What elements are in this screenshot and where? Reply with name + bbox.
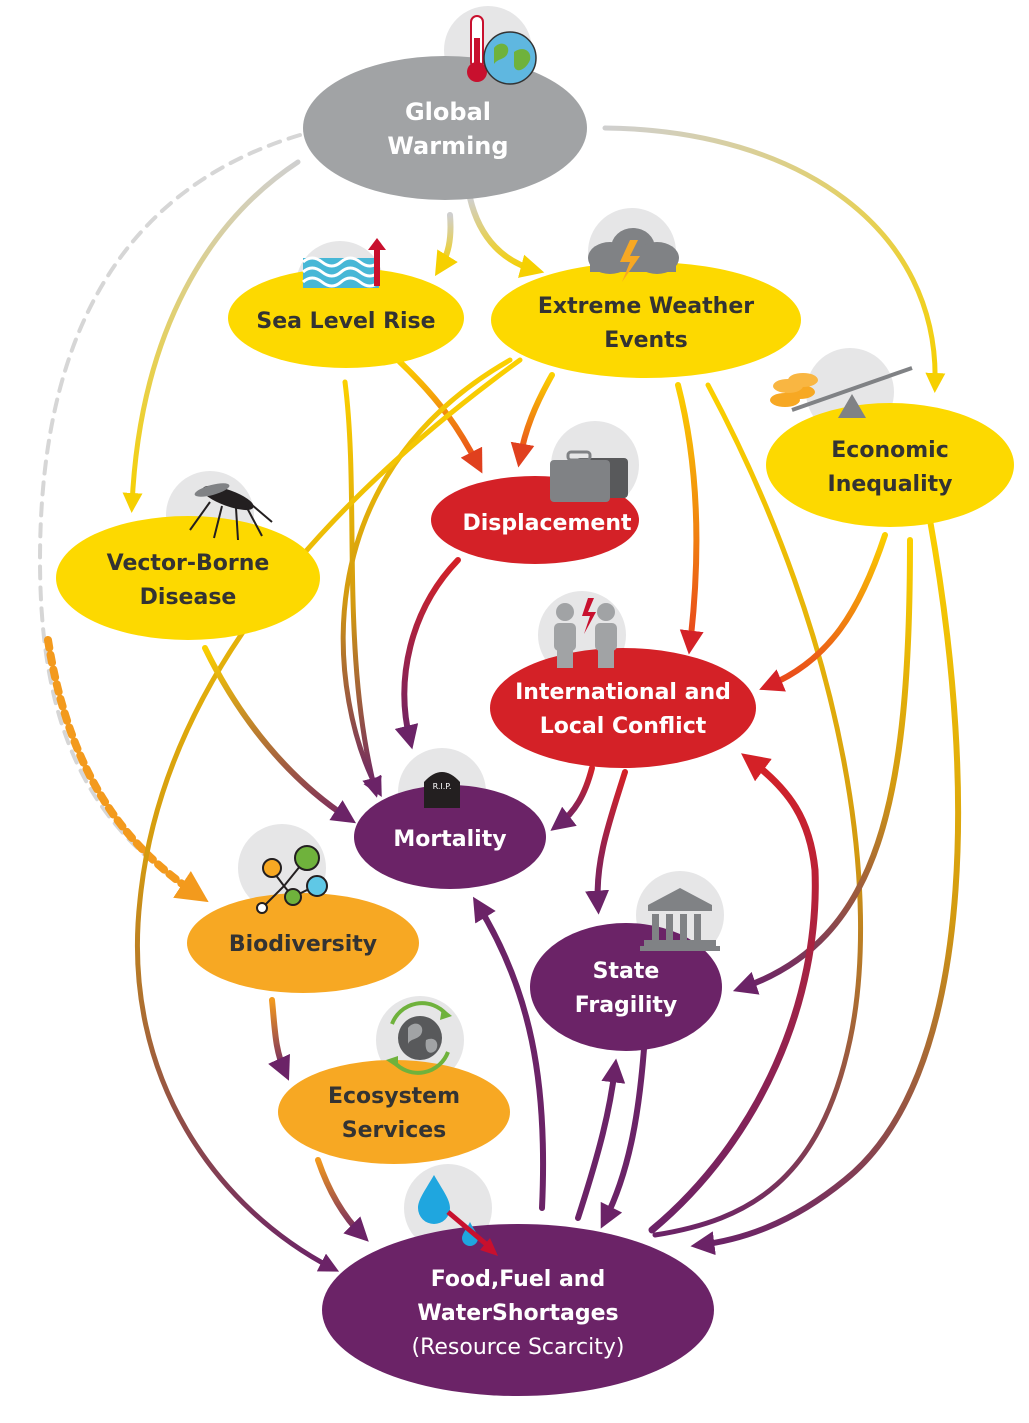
arrow-shortages-to-conflict [648,753,819,1234]
node-shortages-line2: WaterShortages [417,1301,618,1326]
node-economic-inequality-line2: Inequality [828,472,953,497]
node-conflict-line2: Local Conflict [540,714,707,739]
arrow-warming-to-inequality [602,125,946,393]
node-shortages-line1: Food,Fuel and [431,1267,605,1292]
tombstone-icon: R.I.P. [424,772,460,808]
node-shortages: Food,Fuel and WaterShortages (Resource S… [322,1224,714,1396]
arrows [37,125,962,1272]
arrow-shortages-to-mortality [472,896,547,1211]
node-displacement-line1: Displacement [462,511,632,536]
arrow-warming-to-sealevel [434,212,458,277]
suitcases-icon [550,450,628,502]
arrow-weather-to-shortages [134,357,523,1272]
node-conflict-line1: International and [515,680,731,705]
waves-rising-icon [302,238,386,288]
arrow-fragility-to-shortages [600,1032,648,1229]
arrow-shortages-to-fragility [575,1058,626,1221]
arrow-weather-to-conflict [675,382,704,655]
node-vector-borne-line1: Vector-Borne [107,551,270,576]
arrow-warming-to-biodiversity [37,133,302,902]
conflict-people-icon [554,598,617,668]
thermometer-globe-icon [467,15,537,85]
arrow-ecosystem-to-shortages [315,1157,369,1242]
node-vector-borne: Vector-Borne Disease [56,516,320,640]
tombstone-text: R.I.P. [433,782,452,791]
node-state-fragility-line2: Fragility [575,993,678,1018]
government-building-icon [640,888,720,951]
node-global-warming-line1: Global [405,98,491,126]
arrow-warming-to-weather [467,195,545,278]
arrow-vector-to-mortality [202,645,357,824]
node-mortality: Mortality [354,785,546,889]
arrow-warming-to-biodiversity-lower [44,636,209,903]
node-economic-inequality: Economic Inequality [766,403,1014,527]
arrow-displacement-to-mortality [394,557,461,750]
arrow-inequality-to-shortages [690,517,962,1256]
arrow-biodiversity-to-ecosystem [268,997,290,1081]
node-extreme-weather-line1: Extreme Weather [538,294,754,319]
mosquito-icon [189,483,273,541]
arrow-warming-to-vector [122,159,301,513]
storm-cloud-icon [588,228,679,282]
arrow-inequality-to-fragility [732,537,913,995]
icon-badges [166,6,894,1252]
node-vector-borne-line2: Disease [140,585,237,610]
arrow-weather-to-mortality [340,357,513,798]
node-biodiversity: Biodiversity [187,893,419,993]
arrow-inequality-to-conflict [759,532,888,692]
node-ecosystem-services: Ecosystem Services [278,1060,510,1164]
coins-seesaw-icon [770,366,913,418]
node-extreme-weather: Extreme Weather Events [491,262,801,378]
arrow-conflict-to-mortality [550,765,595,831]
water-drops-icon [418,1175,498,1256]
node-biodiversity-line1: Biodiversity [229,932,377,957]
node-shortages-line3: (Resource Scarcity) [411,1335,624,1360]
node-state-fragility-line1: State [593,959,660,984]
arrow-weather-to-displacement [510,372,555,468]
node-mortality-line1: Mortality [393,827,506,852]
arrow-sealevel-to-mortality [342,379,382,798]
globe-recycle-icon [386,1001,452,1075]
node-extreme-weather-line2: Events [604,328,688,353]
node-conflict: International and Local Conflict [490,648,756,768]
node-sea-level-rise-line1: Sea Level Rise [256,309,435,334]
node-ecosystem-services-line2: Services [342,1118,447,1143]
node-global-warming-line2: Warming [387,132,508,160]
node-sea-level-rise: Sea Level Rise [228,268,464,368]
node-global-warming: Global Warming [303,56,587,200]
arrow-weather-to-shortages-right [652,382,864,1238]
node-ecosystem-services-line1: Ecosystem [328,1084,460,1109]
arrow-conflict-to-fragility [585,769,628,915]
node-state-fragility: State Fragility [530,923,722,1051]
molecule-circles-icon [256,845,328,914]
node-economic-inequality-line1: Economic [831,438,948,463]
